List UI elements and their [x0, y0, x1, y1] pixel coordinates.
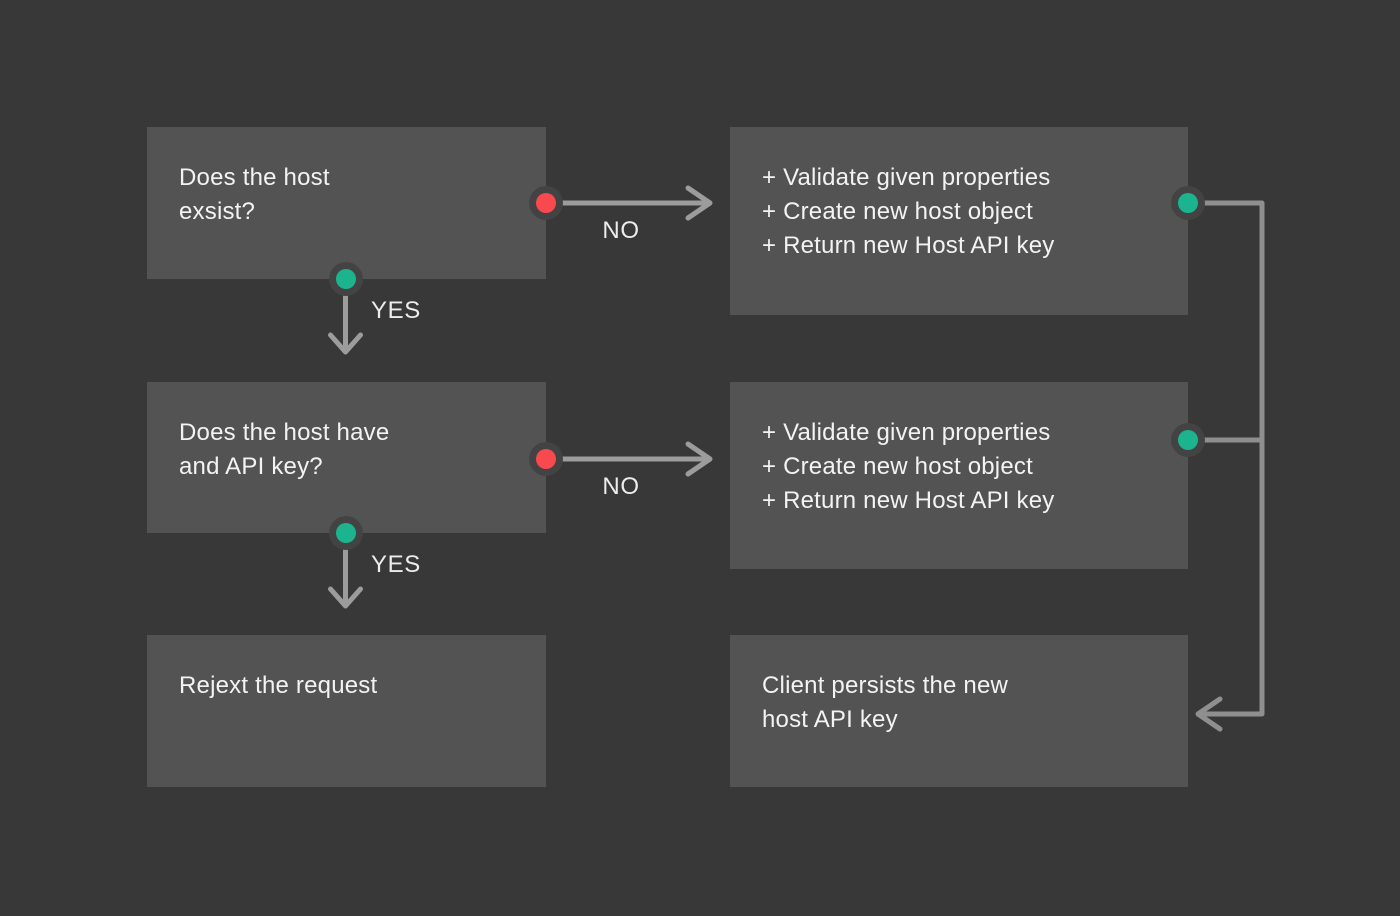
- node-text-line: + Validate given properties: [762, 419, 1051, 446]
- node-text-line: Client persists the new: [762, 672, 1009, 699]
- node-text-line: + Return new Host API key: [762, 487, 1055, 514]
- arrowhead-left-icon: [1195, 696, 1223, 732]
- decision-node-does-host-exist: Does the host exsist?: [147, 127, 546, 279]
- terminal-node-client-persists-key: Client persists the new host API key: [730, 635, 1188, 787]
- node-text-line: Does the host: [179, 164, 330, 191]
- arrowhead-right-icon: [685, 185, 713, 221]
- node-text-line: + Create new host object: [762, 198, 1033, 225]
- decision-node-has-api-key: Does the host have and API key?: [147, 382, 546, 533]
- arrowhead-right-icon: [685, 441, 713, 477]
- node-text-line: + Return new Host API key: [762, 232, 1055, 259]
- arrowhead-down-icon: [328, 586, 363, 609]
- node-text-line: Does the host have: [179, 419, 390, 446]
- edge-label-no-2: NO: [602, 473, 640, 500]
- node-text-line: Rejext the request: [179, 672, 378, 699]
- process-node-create-host-middle: + Validate given properties + Create new…: [730, 382, 1188, 569]
- port-no-dot: [529, 442, 563, 476]
- edge-label-yes-2: YES: [371, 551, 421, 578]
- node-text-line: host API key: [762, 706, 898, 733]
- arrowhead-down-icon: [328, 332, 363, 355]
- terminal-node-reject-request: Rejext the request: [147, 635, 546, 787]
- port-yes-dot: [328, 262, 363, 296]
- port-yes-dot: [328, 516, 363, 550]
- process-node-create-host-top: + Validate given properties + Create new…: [730, 127, 1188, 315]
- port-no-dot: [529, 186, 563, 220]
- node-text-line: + Create new host object: [762, 453, 1033, 480]
- node-text-line: and API key?: [179, 453, 323, 480]
- node-text-line: exsist?: [179, 198, 256, 225]
- port-output-dot: [1171, 423, 1205, 457]
- edge-label-no-1: NO: [602, 217, 640, 244]
- port-output-dot: [1171, 186, 1205, 220]
- node-text-line: + Validate given properties: [762, 164, 1051, 191]
- edge-connector-right-line: [1185, 200, 1265, 717]
- edge-label-yes-1: YES: [371, 297, 421, 324]
